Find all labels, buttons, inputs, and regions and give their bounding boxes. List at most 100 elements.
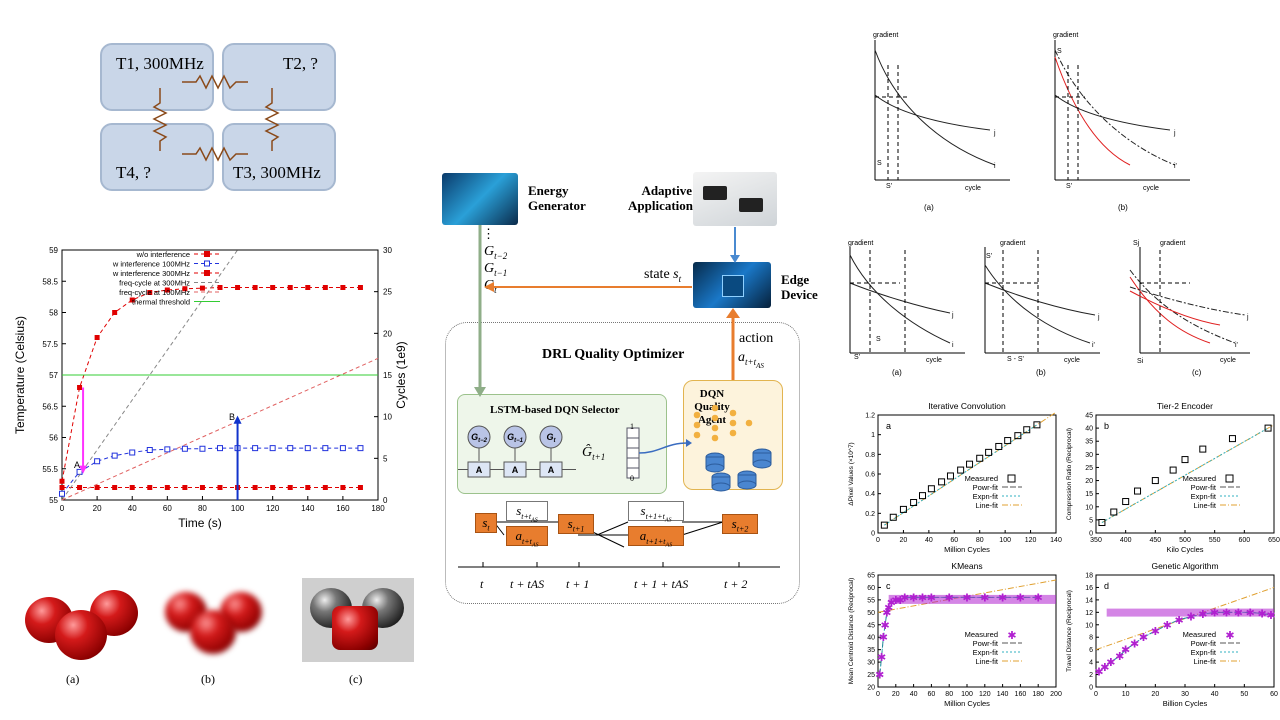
- state-box-st1-tas: st+1+tAS: [628, 501, 684, 523]
- fit-title: Iterative Convolution: [928, 401, 1006, 411]
- tile-t4: [100, 123, 214, 191]
- fit-xlabel: Million Cycles: [944, 545, 990, 554]
- fit-point: [938, 478, 946, 486]
- fit-ytick-label: 30: [1085, 452, 1093, 459]
- fit-point: ✱: [1121, 645, 1130, 657]
- caption-mid-c: (c): [1192, 368, 1202, 377]
- thermal-ytick-label: 57.5: [42, 340, 58, 349]
- label-s-ma: S: [876, 336, 881, 343]
- thermal-ytick-label: 58.5: [42, 277, 58, 286]
- cycle-mid-c-label: cycle: [1220, 357, 1236, 364]
- fit-ytick-label: 1: [871, 432, 875, 439]
- fit-ytick-label: 60: [867, 585, 875, 592]
- fit-point: [1033, 421, 1041, 429]
- cycle-b-label: cycle: [1143, 185, 1159, 192]
- thermal-xtick-label: 140: [301, 504, 315, 513]
- fit-xtick-label: 350: [1090, 537, 1102, 544]
- fit-ytick-label: 0: [1089, 685, 1093, 692]
- fit-xtick-label: 120: [1025, 537, 1037, 544]
- grad-mid-c-label: gradient: [1160, 240, 1185, 247]
- thermal-point: [129, 485, 135, 490]
- edge-device-label: Edge Device: [781, 272, 818, 302]
- fit-point: ✱: [1106, 657, 1115, 669]
- fit-point: ✱: [1174, 615, 1183, 627]
- fit-ylabel: ΔPixel Values (×10^7): [848, 442, 855, 505]
- fit-xtick-label: 100: [961, 691, 973, 698]
- state-label: state st: [644, 267, 682, 284]
- fit-point: ✱: [875, 670, 884, 682]
- caption-mid-b: (b): [1036, 368, 1046, 377]
- thermal-xtick-label: 60: [163, 504, 172, 513]
- fit-ytick-label: 0.2: [865, 511, 875, 518]
- fit-xtick-label: 40: [1211, 691, 1219, 698]
- fit-ytick-label: 8: [1089, 635, 1093, 642]
- label-ip-mb: i': [1092, 342, 1095, 349]
- thermal-ytick-label: 59: [49, 246, 58, 255]
- label-s-b: S: [1057, 48, 1062, 55]
- g-t-minus-1: Gt−1: [484, 261, 508, 278]
- fit-point: ✱: [1139, 632, 1148, 644]
- label-j-b: j: [1173, 130, 1176, 137]
- fit-xtick-label: 60: [950, 537, 958, 544]
- cycle-mid-b-label: cycle: [1064, 357, 1080, 364]
- label-sj: Sj: [1133, 240, 1140, 247]
- fit-xtick-label: 140: [997, 691, 1009, 698]
- fit-xtick-label: 100: [999, 537, 1011, 544]
- lstm-input-label: Gt: [546, 432, 556, 444]
- fit-xtick-label: 200: [1050, 691, 1062, 698]
- fit-point: [1199, 445, 1207, 453]
- fit-line: [1098, 611, 1272, 672]
- fit-point: [976, 454, 984, 462]
- annotation-b: B: [229, 412, 235, 422]
- fit-point: [1228, 435, 1236, 443]
- fit-ytick-label: 25: [1085, 465, 1093, 472]
- fit-tag: b: [1104, 421, 1109, 431]
- thermal-point: [199, 485, 205, 490]
- tile-t4-label: T4, ?: [116, 163, 151, 182]
- fit-xtick-label: 650: [1268, 537, 1280, 544]
- fit-point: ✱: [1186, 612, 1195, 624]
- fit-line: [884, 411, 1057, 526]
- fit-point: ✱: [881, 620, 890, 632]
- apple-caption-c: (c): [349, 672, 363, 686]
- label-i-ma: i: [952, 342, 954, 349]
- fit-point: ✱: [882, 607, 891, 619]
- fit-xtick-label: 600: [1238, 537, 1250, 544]
- thermal-series-line: [61, 447, 361, 495]
- state-box-st: st: [475, 513, 497, 533]
- thermal-point: [217, 485, 223, 490]
- fit-ytick-label: 25: [867, 672, 875, 679]
- thermal-y2tick-label: 15: [383, 371, 392, 380]
- state-box-st-tas: st+tAS: [506, 501, 548, 523]
- thermal-ytick-label: 56: [49, 434, 58, 443]
- thermal-point: [217, 285, 223, 290]
- adaptive-application-image: [693, 172, 777, 226]
- fit-ytick-label: 0.8: [865, 452, 875, 459]
- thermal-legend-label: w interference 100MHz: [112, 260, 190, 269]
- vector-bottom-label: 0: [630, 474, 634, 483]
- thermal-xtick-label: 160: [336, 504, 350, 513]
- tile-t1-label: T1, 300MHz: [116, 54, 204, 73]
- thermal-xtick-label: 20: [93, 504, 102, 513]
- fit-xtick-label: 450: [1149, 537, 1161, 544]
- fit-ytick-label: 0: [1089, 531, 1093, 538]
- fit-point: [1151, 477, 1159, 485]
- timeline-t1: t + 1: [566, 577, 590, 591]
- annotation-arrowhead-a: [79, 465, 88, 474]
- fit-ytick-label: 2: [1089, 672, 1093, 679]
- fit-legend-label: Powr-fit: [1191, 639, 1217, 648]
- label-i-a: i: [994, 163, 996, 170]
- thermal-point: [94, 485, 100, 490]
- fit-xtick-label: 400: [1120, 537, 1132, 544]
- fit-xtick-label: 10: [1122, 691, 1130, 698]
- fit-xtick-label: 120: [979, 691, 991, 698]
- thermal-ytick-label: 56.5: [42, 402, 58, 411]
- thermal-y2tick-label: 25: [383, 288, 392, 297]
- thermal-point: [340, 285, 346, 290]
- fit-point: ✱: [884, 602, 893, 614]
- thermal-point: [339, 445, 346, 452]
- thermal-ytick-label: 55: [49, 496, 58, 505]
- thermal-y2tick-label: 0: [383, 496, 388, 505]
- fit-ytick-label: 40: [1085, 426, 1093, 433]
